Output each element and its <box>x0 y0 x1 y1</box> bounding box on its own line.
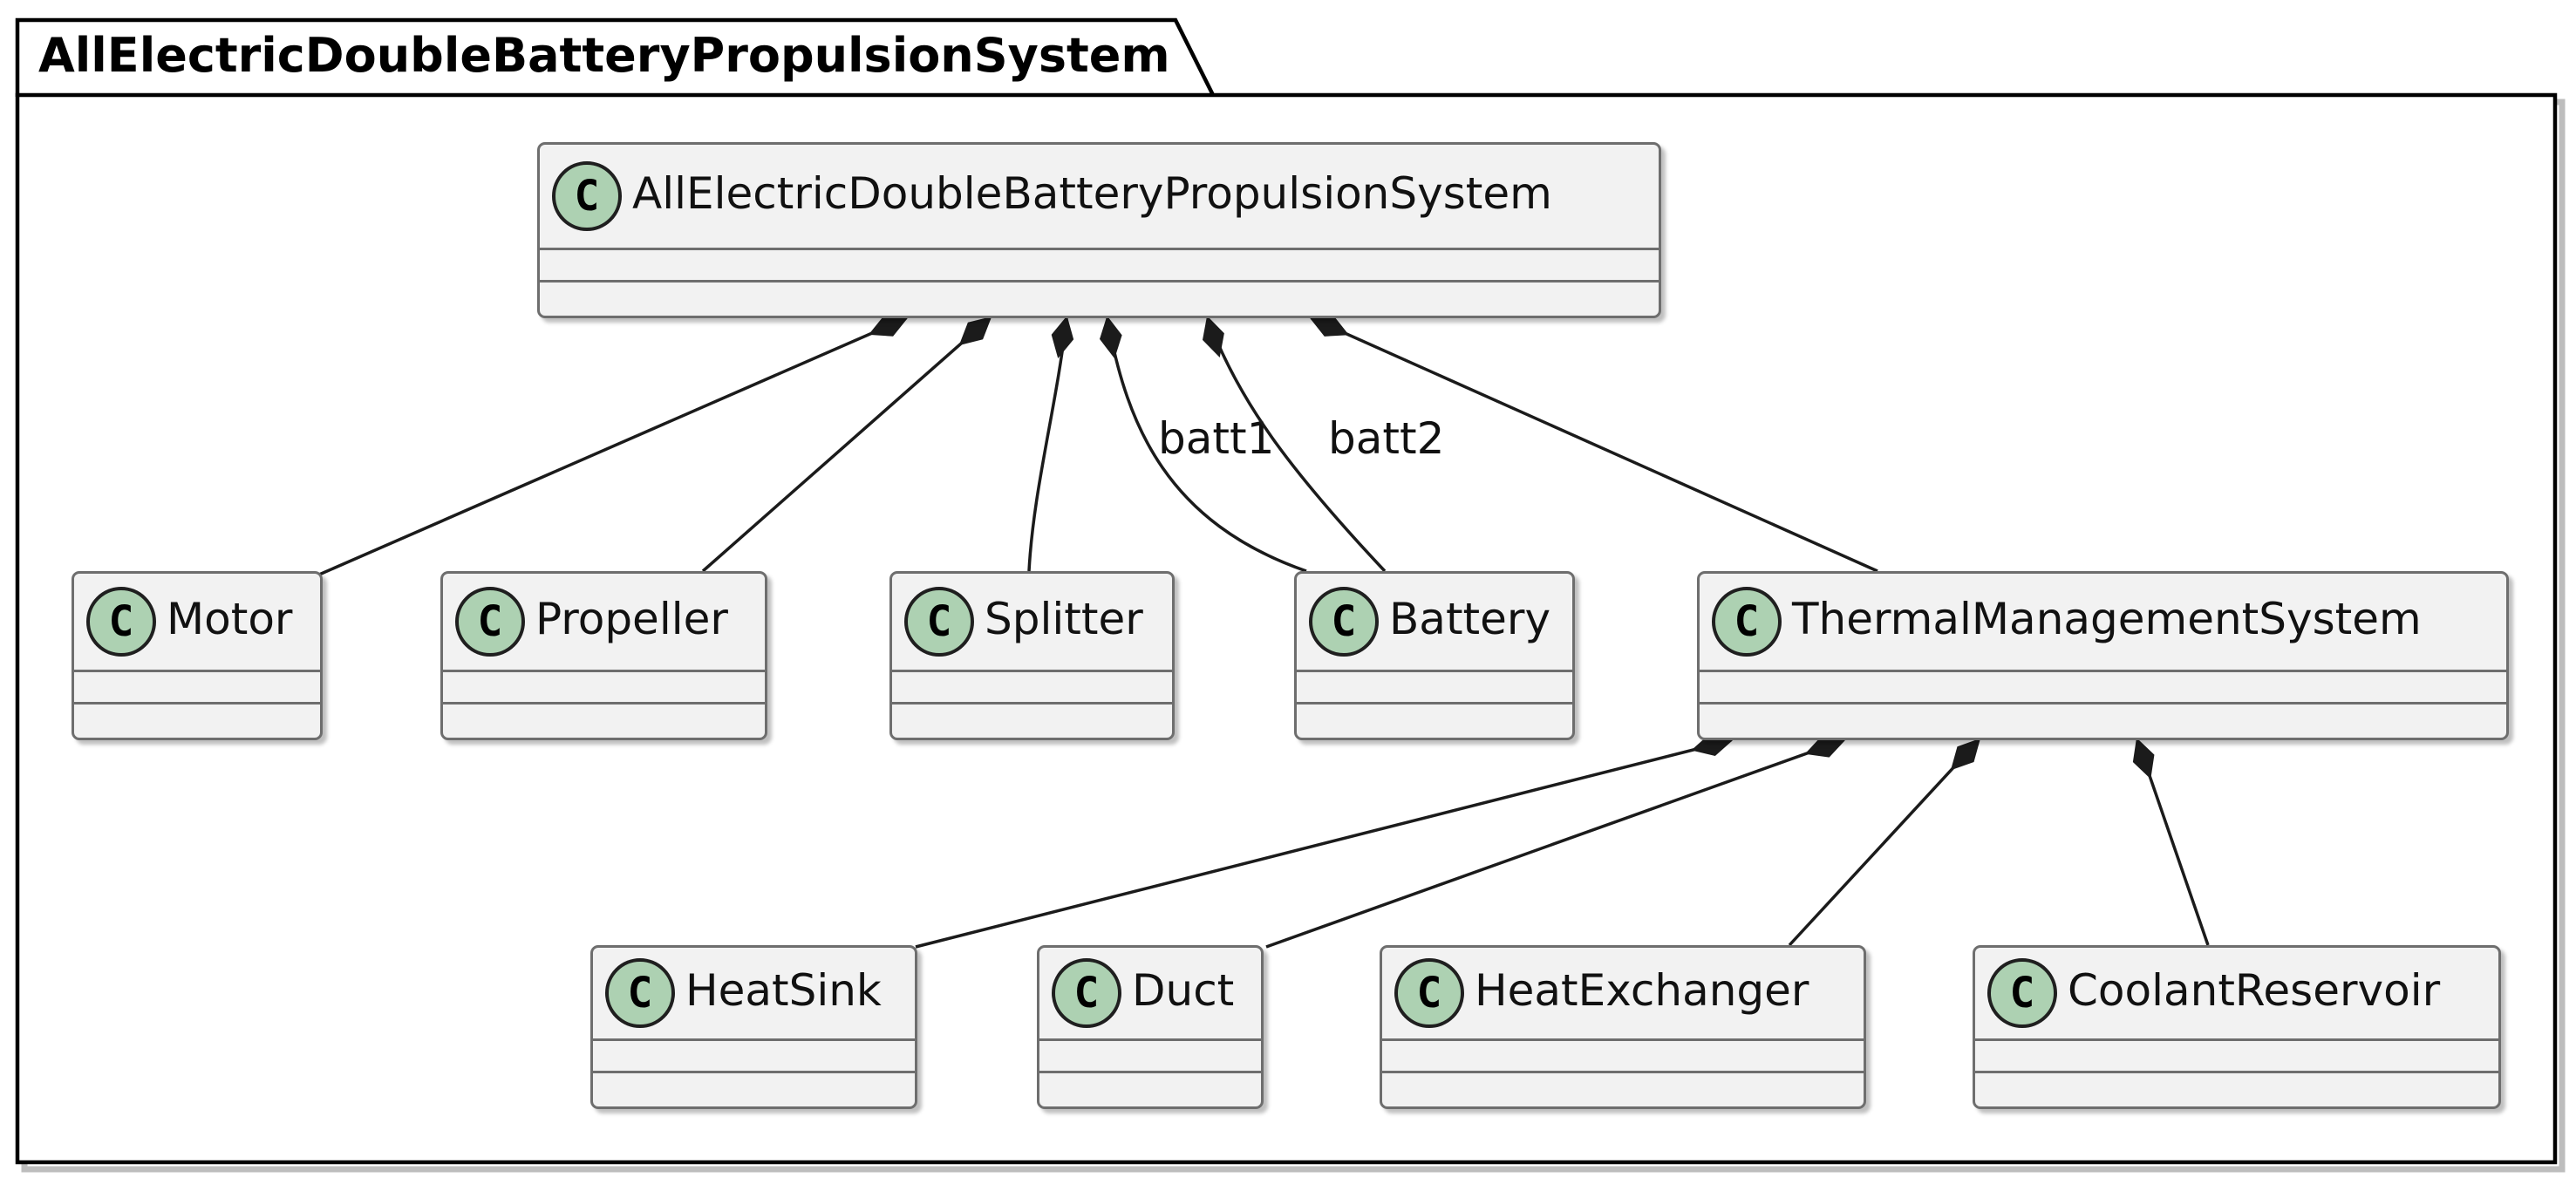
methods-compartment <box>1382 1071 1864 1106</box>
attributes-compartment <box>892 670 1172 702</box>
class-icon: C <box>1987 958 2057 1028</box>
edge-tms-heat-sink <box>915 739 1732 949</box>
package-title: AllElectricDoubleBatteryPropulsionSystem <box>38 28 1170 83</box>
methods-compartment <box>1975 1071 2498 1106</box>
class-name-label: Motor <box>167 594 293 644</box>
methods-compartment <box>1039 1071 1261 1106</box>
class-name-label: Battery <box>1389 594 1551 644</box>
attributes-compartment <box>443 670 765 702</box>
class-icon: C <box>1712 587 1782 657</box>
class-name-label: HeatExchanger <box>1475 965 1809 1016</box>
methods-compartment <box>540 280 1659 316</box>
class-icon: C <box>86 587 156 657</box>
composition-diamond-icon <box>958 317 992 346</box>
composition-diamond-icon <box>868 315 909 337</box>
attributes-compartment <box>1975 1038 2498 1071</box>
composition-diamond-icon <box>2132 738 2155 779</box>
class-icon: C <box>605 958 675 1028</box>
edge-label-batt1: batt1 <box>1158 413 1274 464</box>
class-icon: C <box>552 161 622 231</box>
methods-compartment <box>892 702 1172 738</box>
class-icon: C <box>1394 958 1464 1028</box>
edge-root-battery-batt1 <box>1106 317 1307 573</box>
attributes-compartment <box>593 1038 915 1071</box>
edge-root-propeller <box>701 317 992 573</box>
class-name-label: AllElectricDoubleBatteryPropulsionSystem <box>632 168 1552 219</box>
attributes-compartment <box>1039 1038 1261 1071</box>
attributes-compartment <box>1700 670 2506 702</box>
attributes-compartment <box>1297 670 1572 702</box>
class-icon: C <box>455 587 525 657</box>
attributes-compartment <box>1382 1038 1864 1071</box>
composition-diamond-icon <box>1950 738 1981 771</box>
class-icon: C <box>1309 587 1379 657</box>
attributes-compartment <box>74 670 320 702</box>
methods-compartment <box>1700 702 2506 738</box>
class-icon: C <box>904 587 974 657</box>
package-tab <box>15 17 1216 99</box>
edge-root-thermal-management-system <box>1311 317 1878 573</box>
edge-root-motor <box>318 317 907 576</box>
composition-diamond-icon <box>1100 316 1122 359</box>
class-name-label: Duct <box>1132 965 1235 1016</box>
composition-diamond-icon <box>1051 316 1074 358</box>
methods-compartment <box>593 1071 915 1106</box>
methods-compartment <box>74 702 320 738</box>
class-name-label: Propeller <box>535 594 728 644</box>
methods-compartment <box>443 702 765 738</box>
class-name-label: CoolantReservoir <box>2068 965 2441 1016</box>
package-frame <box>15 92 2558 1165</box>
edge-tms-heat-exchanger <box>1788 739 1980 947</box>
class-icon: C <box>1052 958 1121 1028</box>
methods-compartment <box>1297 702 1572 738</box>
class-name-label: HeatSink <box>685 965 882 1016</box>
edge-tms-duct <box>1265 739 1844 949</box>
edge-label-batt2: batt2 <box>1328 413 1444 464</box>
composition-diamond-icon <box>1804 736 1846 758</box>
attributes-compartment <box>540 248 1659 280</box>
composition-diamond-icon <box>1203 316 1224 357</box>
composition-diamond-icon <box>1309 316 1349 337</box>
class-name-label: Splitter <box>985 594 1143 644</box>
class-name-label: ThermalManagementSystem <box>1792 594 2422 644</box>
